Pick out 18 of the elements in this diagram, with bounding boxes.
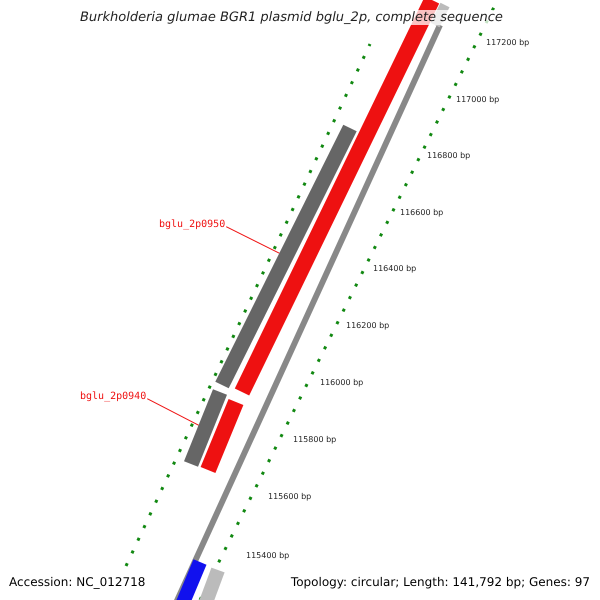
tick-label: 115400 bp: [246, 551, 290, 560]
gene-label: bglu_2p0940: [80, 391, 146, 402]
tick-label: 115800 bp: [293, 435, 336, 444]
accession-text: Accession: NC_012718: [9, 575, 146, 589]
gene-bar: [184, 389, 227, 467]
tick-label: 115600 bp: [268, 492, 312, 501]
tick-label: 117000 bp: [456, 95, 500, 104]
map-title: Burkholderia glumae BGR1 plasmid bglu_2p, complete sequence: [80, 10, 503, 25]
leader-line: [146, 398, 200, 426]
leader-line: [226, 226, 280, 254]
gene-label: bglu_2p0950: [159, 219, 226, 230]
tick-label: 117200 bp: [486, 38, 530, 47]
tick-label: 116600 bp: [400, 208, 444, 217]
tick-label: 116000 bp: [320, 378, 364, 387]
tick-label: 116200 bp: [346, 321, 390, 330]
tick-label: 116400 bp: [373, 264, 416, 273]
summary-text: Topology: circular; Length: 141,792 bp; Genes: 97: [290, 575, 590, 589]
tick-label: 116800 bp: [427, 151, 470, 160]
